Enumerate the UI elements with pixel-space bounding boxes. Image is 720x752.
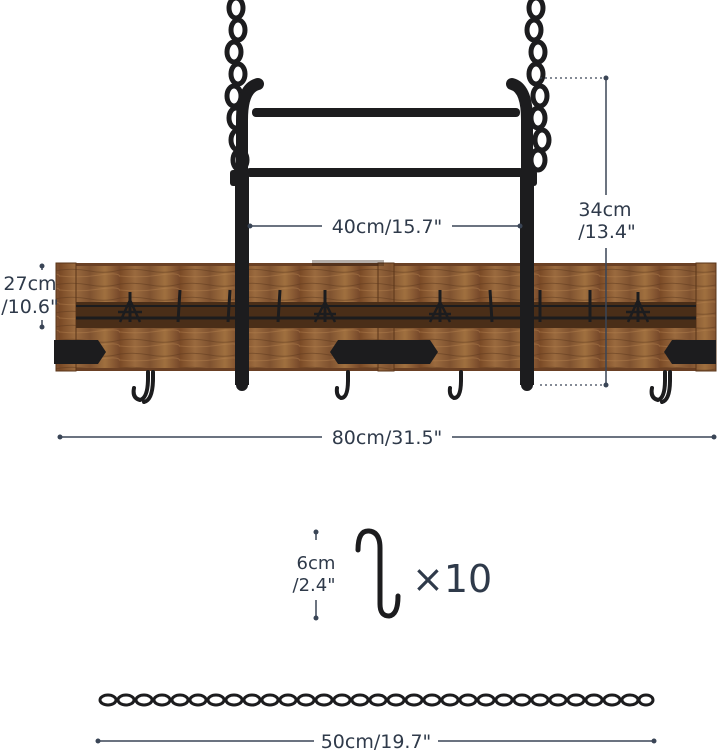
tray-s-hooks — [131, 370, 672, 404]
total-width-label: 80cm/31.5" — [332, 427, 443, 449]
inner-width-label: 40cm/15.7" — [332, 216, 443, 238]
hook-quantity-label: ×10 — [412, 557, 492, 601]
inner-width-dimension: 40cm/15.7" — [247, 216, 523, 238]
total-width-dimension: 80cm/31.5" — [57, 427, 717, 449]
chain-length-dimension: 50cm/19.7" — [95, 731, 657, 752]
depth-in-label: /10.6" — [1, 296, 58, 318]
s-hook-icon — [355, 528, 401, 619]
s-hook-detail: 6cm /2.4" ×10 — [293, 528, 492, 621]
depth-dimension: 27cm /10.6" — [1, 263, 59, 330]
depth-cm-label: 27cm — [3, 273, 56, 295]
height-in-label: /13.4" — [578, 221, 635, 243]
height-cm-label: 34cm — [578, 199, 631, 221]
hook-in-label: /2.4" — [293, 575, 336, 596]
chain-detail — [98, 693, 655, 707]
hook-cm-label: 6cm — [297, 553, 336, 574]
right-hanging-chain — [524, 0, 552, 173]
height-dimension: 34cm /13.4" — [540, 75, 636, 388]
wooden-tray — [54, 260, 717, 372]
frame-posts — [235, 175, 534, 385]
chain-length-label: 50cm/19.7" — [321, 731, 432, 752]
